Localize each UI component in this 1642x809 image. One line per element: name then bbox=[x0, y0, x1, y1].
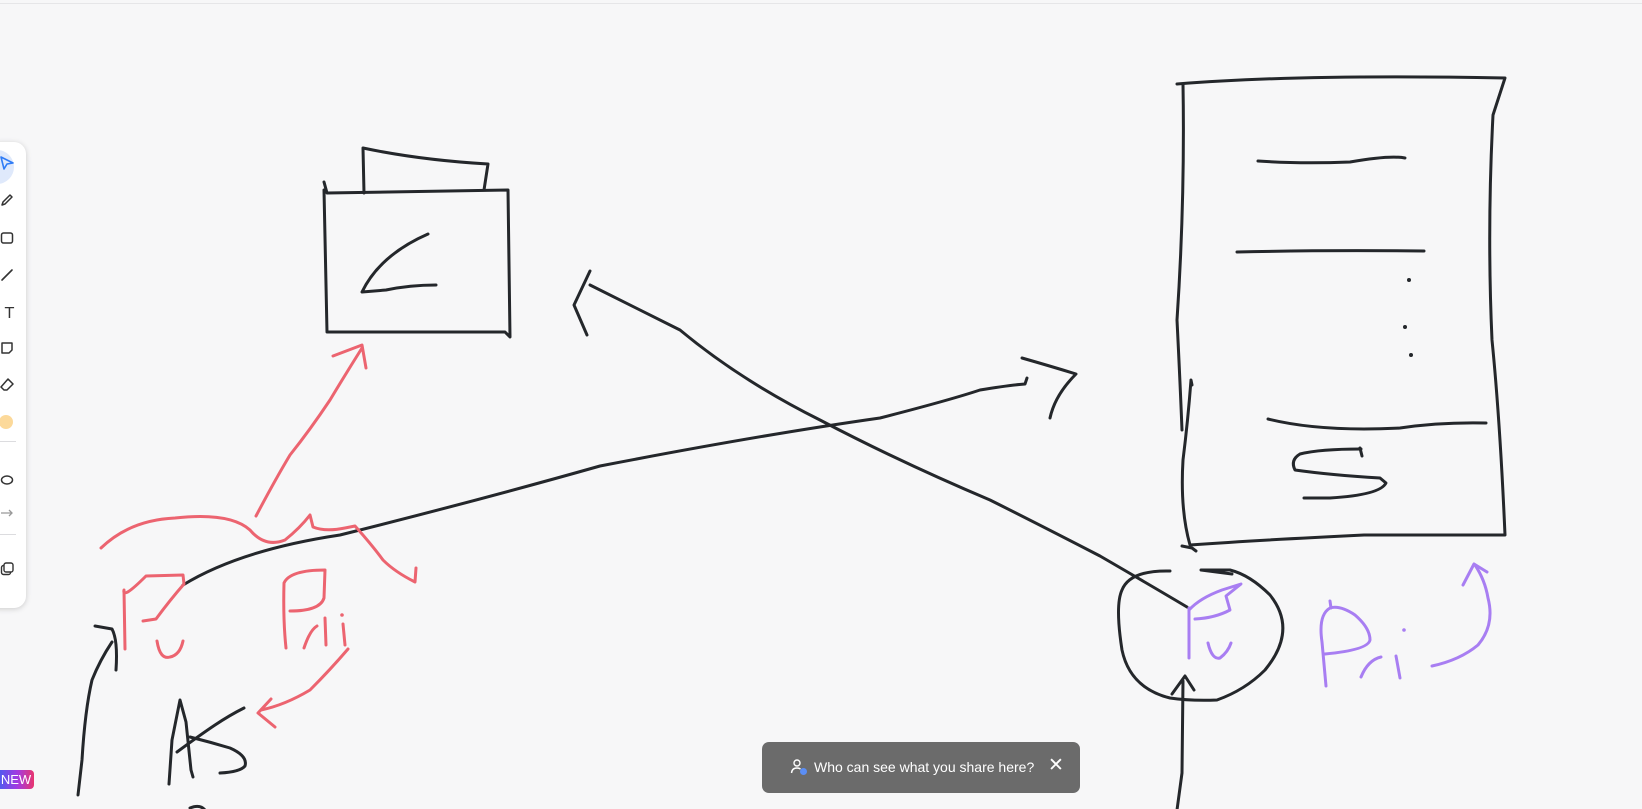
eraser-icon bbox=[0, 377, 14, 397]
drawing-toolbar: T bbox=[0, 142, 26, 608]
pen-tool[interactable] bbox=[0, 187, 26, 217]
sticky-note-icon bbox=[0, 341, 14, 360]
insert-icon bbox=[0, 561, 14, 581]
pencil-icon bbox=[0, 193, 14, 212]
lasso-tool[interactable] bbox=[0, 468, 26, 498]
color-swatch-icon bbox=[0, 414, 14, 435]
line-icon bbox=[0, 268, 14, 287]
red-sketches bbox=[99, 343, 418, 729]
share-visibility-toast[interactable]: Who can see what you share here? ✕ bbox=[762, 742, 1080, 793]
new-badge[interactable]: NEW bbox=[0, 770, 34, 789]
lasso-icon bbox=[0, 474, 14, 493]
shape-tool[interactable] bbox=[0, 225, 26, 255]
folder-sketch bbox=[322, 146, 512, 339]
text-tool[interactable]: T bbox=[0, 298, 26, 328]
toast-message[interactable]: Who can see what you share here? bbox=[814, 759, 1035, 775]
pointer-icon bbox=[0, 155, 14, 175]
purple-sketches bbox=[1117, 544, 1492, 809]
black-bottom-left bbox=[76, 624, 247, 809]
insert-tool[interactable] bbox=[0, 556, 26, 586]
color-tool[interactable] bbox=[0, 409, 26, 439]
text-icon: T bbox=[4, 304, 14, 322]
line-tool[interactable] bbox=[0, 262, 26, 292]
people-share-icon bbox=[790, 758, 808, 779]
crossing-arrows bbox=[181, 269, 1189, 609]
document-sketch bbox=[1175, 75, 1507, 547]
connector-arrow-icon bbox=[0, 506, 14, 525]
eraser-tool[interactable] bbox=[0, 372, 26, 402]
connector-tool[interactable] bbox=[0, 500, 26, 530]
rectangle-icon bbox=[0, 231, 14, 250]
top-divider bbox=[0, 3, 1642, 4]
toast-close-button[interactable]: ✕ bbox=[1048, 755, 1064, 776]
toolbar-divider bbox=[0, 441, 16, 442]
toolbar-divider bbox=[0, 534, 16, 535]
sticky-note-tool[interactable] bbox=[0, 335, 26, 365]
select-tool[interactable] bbox=[0, 150, 26, 184]
